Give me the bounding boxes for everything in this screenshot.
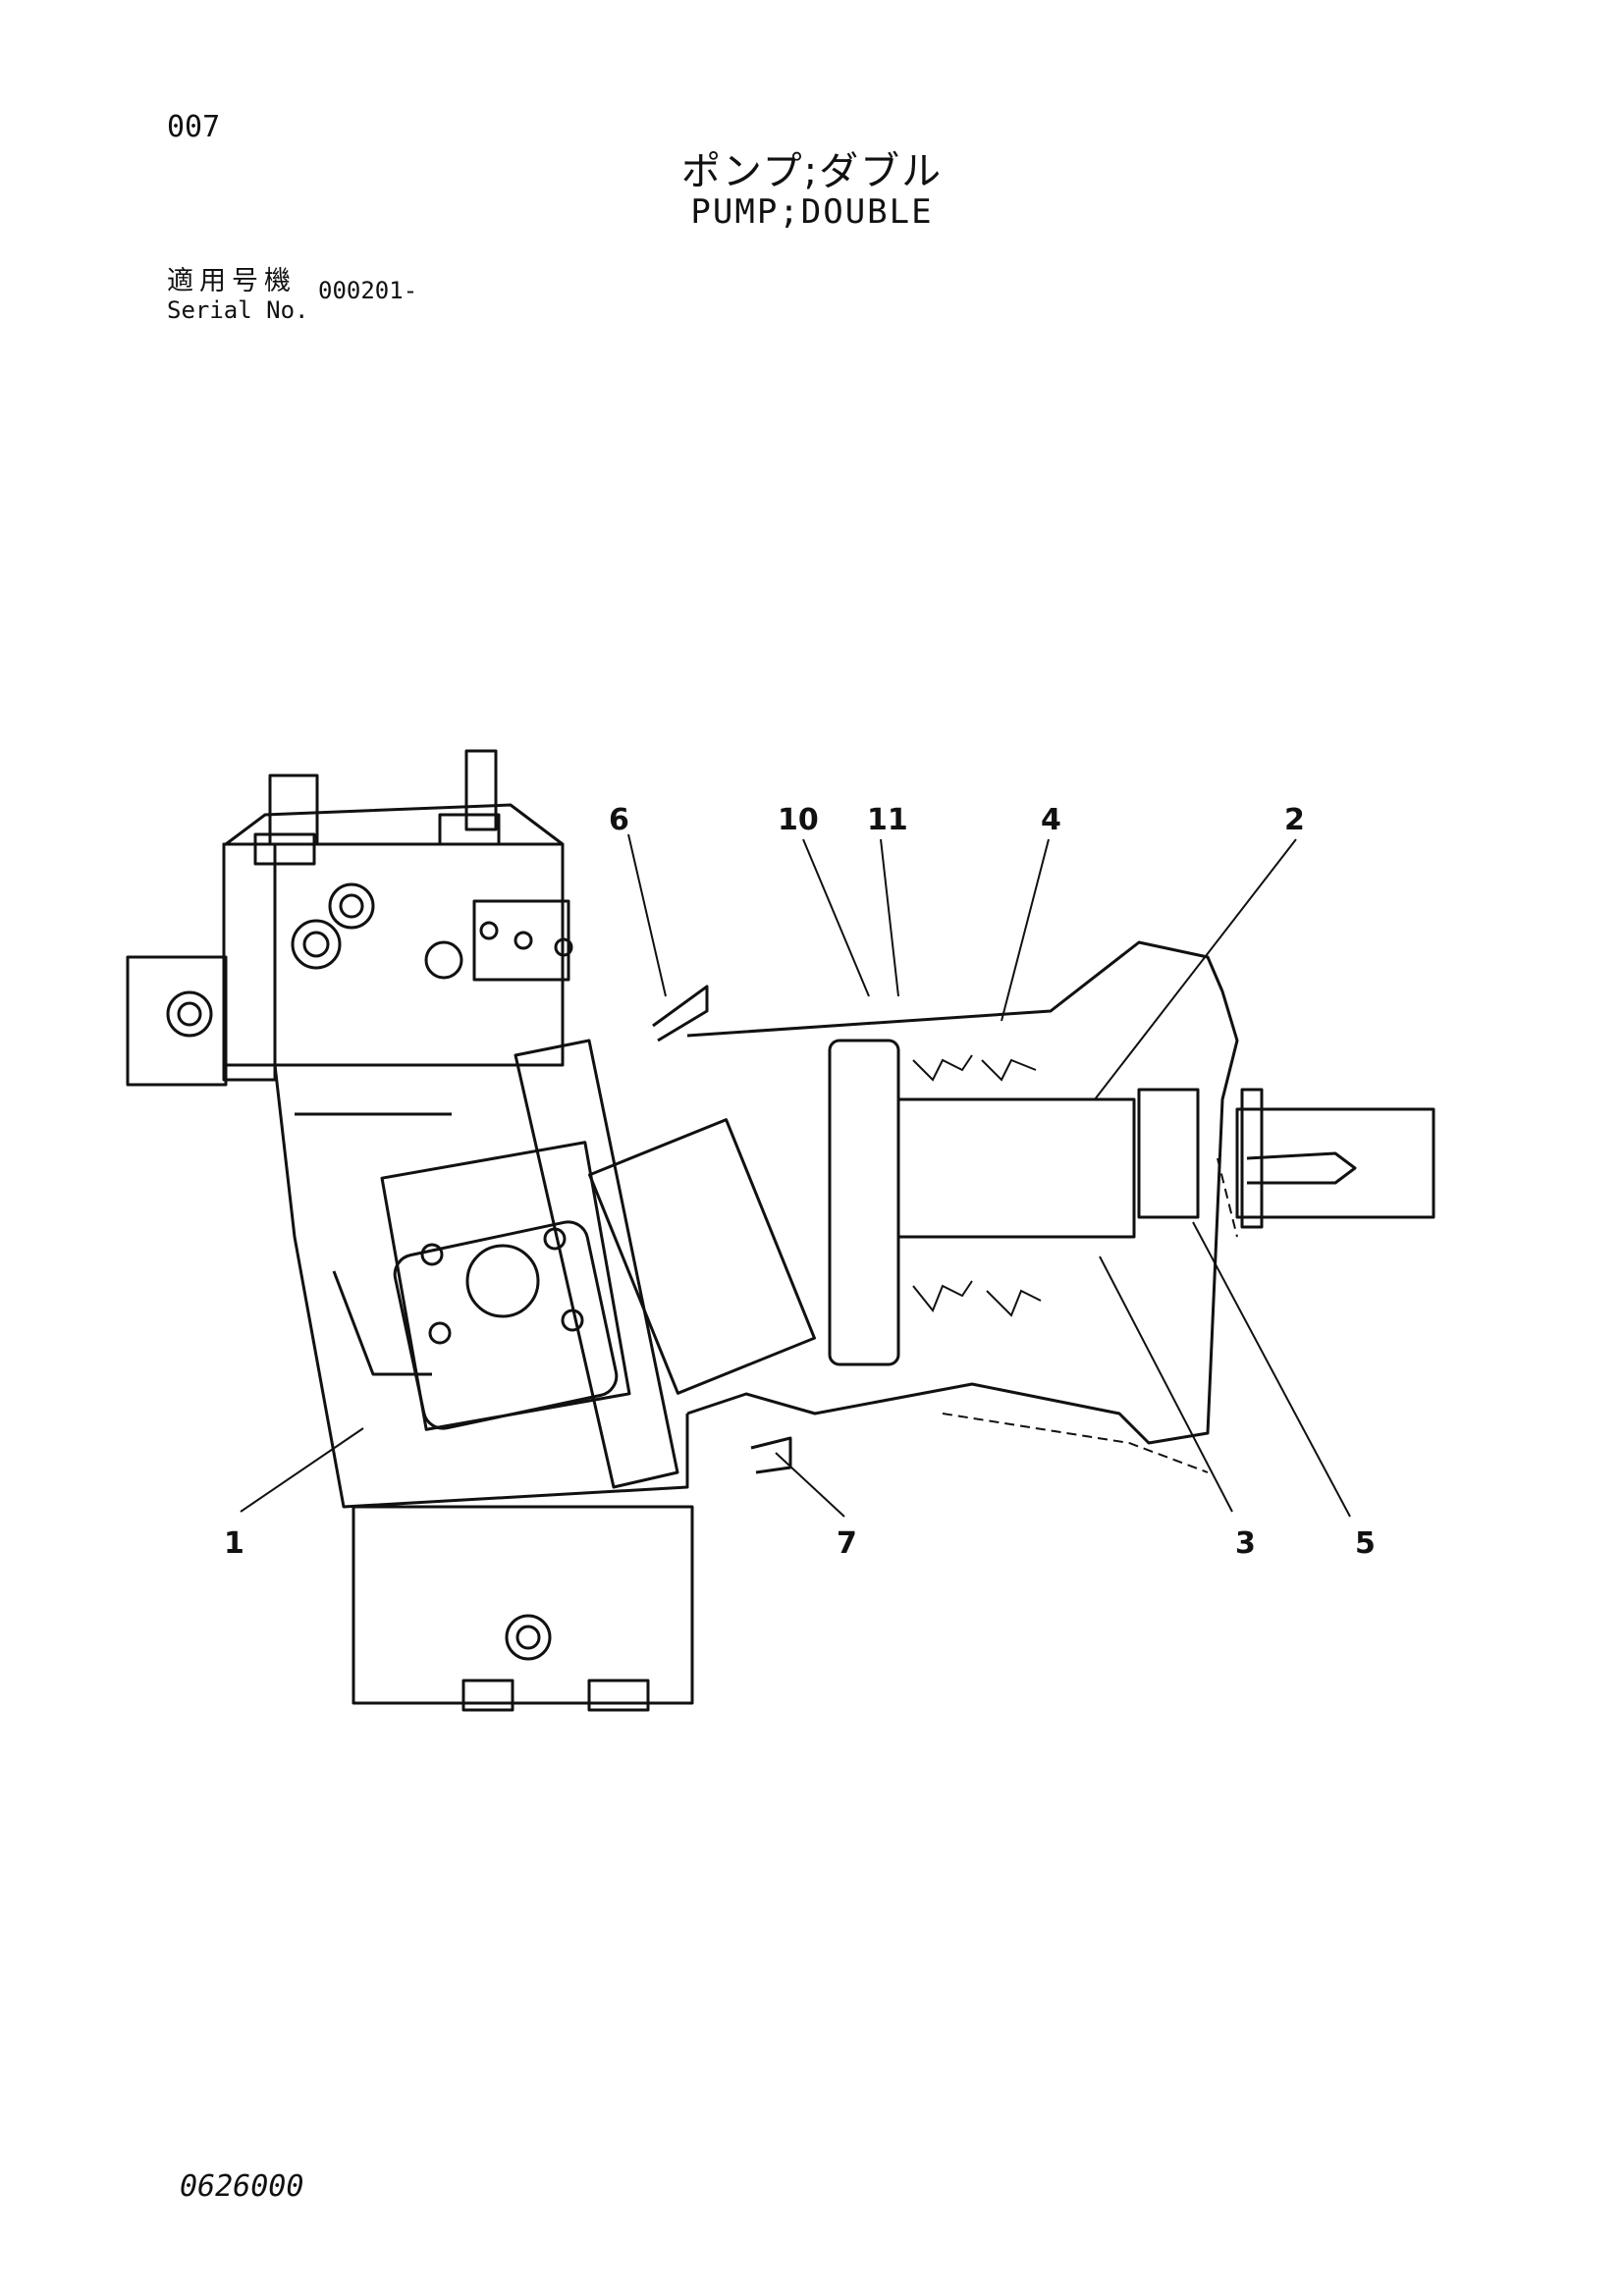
valve-block-top	[126, 749, 573, 1087]
pump-body-main	[273, 1039, 816, 1712]
title-japanese: ポンプ;ダブル	[680, 149, 944, 194]
callout-label-10: 10	[778, 803, 819, 837]
callout-label-11: 11	[867, 803, 908, 837]
callout-label-4: 4	[1041, 803, 1061, 837]
serial-label-japanese: 適用号機	[167, 266, 297, 296]
callout-label-7: 7	[837, 1526, 857, 1561]
drawing-code: 0626000	[180, 2169, 304, 2204]
callout-label-2: 2	[1284, 803, 1305, 837]
shaft-housing	[652, 940, 1435, 1474]
callout-label-5: 5	[1355, 1526, 1376, 1561]
title-english: PUMP;DOUBLE	[690, 192, 934, 232]
serial-number-value: 000201-	[318, 277, 418, 304]
serial-label-english: Serial No.	[167, 296, 309, 324]
leader-lines	[240, 833, 1351, 1518]
page-number: 007	[167, 110, 221, 144]
callout-label-1: 1	[224, 1526, 244, 1561]
callout-labels: 6 10 11 4 2 1 7 3 5	[224, 803, 1376, 1561]
callout-label-3: 3	[1235, 1526, 1256, 1561]
callout-label-6: 6	[609, 803, 629, 837]
